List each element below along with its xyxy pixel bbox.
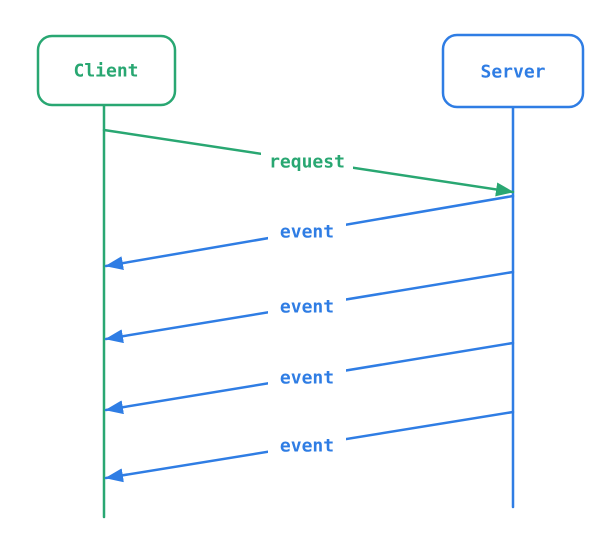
client-actor-box xyxy=(36,34,177,107)
server-actor-label: Server xyxy=(480,61,545,82)
event-label: event xyxy=(280,435,334,456)
request-label-bg xyxy=(261,147,353,175)
event-label-bg xyxy=(268,292,346,320)
request-label: request xyxy=(269,151,345,172)
event-label-bg xyxy=(268,363,346,391)
event-label-bg xyxy=(268,431,346,459)
event-label-bg xyxy=(268,217,346,245)
client-actor-label: Client xyxy=(73,60,138,81)
server-actor-box xyxy=(441,33,585,109)
event-label: event xyxy=(280,367,334,388)
event-label: event xyxy=(280,296,334,317)
event-label: event xyxy=(280,221,334,242)
